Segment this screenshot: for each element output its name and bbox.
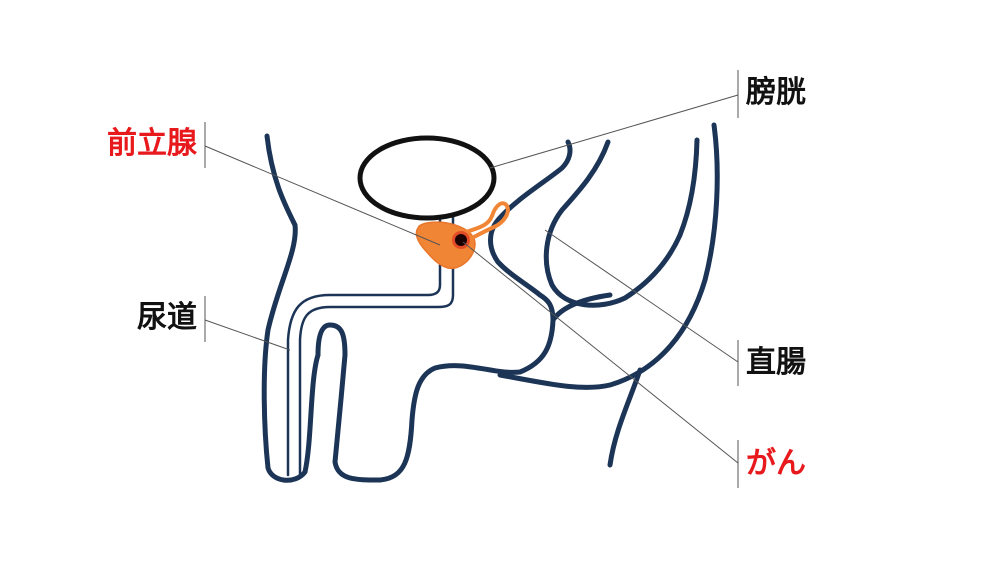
urethra-line-outer bbox=[286, 213, 442, 477]
penis-outline bbox=[315, 292, 556, 483]
urethra-line-inner bbox=[298, 213, 455, 477]
buttock-outline bbox=[497, 122, 720, 390]
leader-line-bladder bbox=[489, 94, 739, 169]
leader-line-prostate bbox=[204, 145, 441, 246]
tumor-marker bbox=[452, 231, 470, 249]
rectum-label: 直腸 bbox=[746, 345, 806, 380]
prostate-label: 前立腺 bbox=[107, 126, 197, 161]
bladder-label: 膀胱 bbox=[746, 75, 806, 110]
rectum-outer bbox=[543, 137, 700, 308]
bladder-shape bbox=[357, 135, 497, 221]
thigh-back-outline bbox=[607, 367, 643, 468]
leader-line-rectum bbox=[544, 229, 739, 363]
leader-line-cancer bbox=[462, 241, 739, 464]
perineum-outline bbox=[488, 139, 573, 298]
seminal-vesicle bbox=[464, 201, 510, 242]
rectum-lower bbox=[550, 292, 613, 323]
leader-line-urethra bbox=[204, 319, 291, 351]
urethra-label: 尿道 bbox=[137, 300, 197, 335]
cancer-label: がん bbox=[746, 446, 806, 481]
body-front-outline bbox=[261, 133, 321, 483]
